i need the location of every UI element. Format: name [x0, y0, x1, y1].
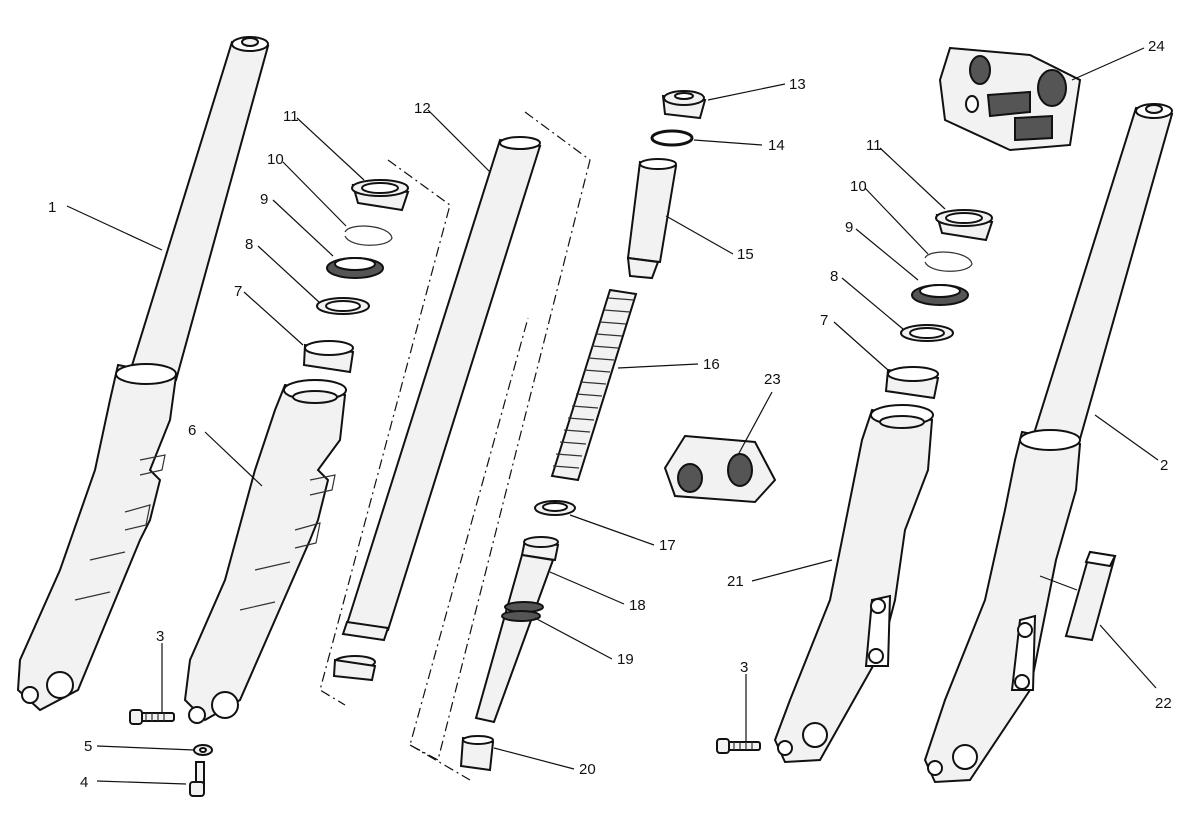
fork-inner-tube	[332, 136, 542, 682]
axle-clamp-bolt-left	[129, 709, 175, 725]
cartridge-tube	[474, 553, 555, 724]
callout-12: 12	[414, 100, 431, 117]
leader-lines	[66, 47, 1159, 785]
washer-ring-left	[316, 297, 370, 315]
fork-spring	[550, 288, 638, 482]
callout-24: 24	[1148, 38, 1165, 55]
fork-leg-assembled-right	[923, 103, 1174, 784]
callout-19: 19	[617, 651, 634, 668]
callout-5: 5	[84, 738, 92, 755]
fork-pad	[1064, 550, 1117, 642]
callout-22: 22	[1155, 695, 1172, 712]
callout-9-right: 9	[845, 219, 853, 236]
axle-clamp-bolt-right	[716, 738, 761, 754]
callout-10-left: 10	[267, 151, 284, 168]
spring-seat	[534, 500, 576, 516]
callout-6: 6	[188, 422, 196, 439]
callout-1: 1	[48, 199, 56, 216]
callout-7-right: 7	[820, 312, 828, 329]
cartridge-head	[520, 536, 560, 562]
callout-20: 20	[579, 761, 596, 778]
callout-23: 23	[764, 371, 781, 388]
callout-3-right: 3	[740, 659, 748, 676]
fork-slider-right	[773, 404, 934, 764]
guide-bushing-left	[302, 340, 355, 374]
fork-leg-assembled-left	[16, 36, 270, 712]
callout-labels: 1 2 3 3 4 5 6 7 7 8 8 9 9 10 10 11 11 12…	[48, 38, 1172, 791]
repair-kit-box-23	[663, 434, 777, 504]
dust-seal-left	[351, 179, 410, 212]
callout-7-left: 7	[234, 283, 242, 300]
callout-15: 15	[737, 246, 754, 263]
o-ring	[650, 129, 694, 147]
oil-seal-left	[326, 257, 384, 279]
washer	[193, 744, 213, 756]
callout-8-left: 8	[245, 236, 253, 253]
retaining-clip-right	[924, 251, 973, 272]
bottom-bushing	[459, 735, 495, 772]
fork-slider-left	[183, 379, 347, 724]
callout-8-right: 8	[830, 268, 838, 285]
drain-screw	[189, 761, 205, 797]
callout-11-left: 11	[283, 108, 299, 125]
callout-14: 14	[768, 137, 785, 154]
fork-cap	[661, 90, 707, 120]
callout-4: 4	[80, 774, 88, 791]
washer-ring-right	[900, 324, 954, 342]
callout-10-right: 10	[850, 178, 867, 195]
callout-11-right: 11	[866, 137, 882, 154]
callout-9-left: 9	[260, 191, 268, 208]
oil-seal-right	[911, 284, 969, 306]
dust-seal-right	[935, 209, 994, 242]
callout-13: 13	[789, 76, 806, 93]
assembly-guide-lines	[319, 111, 591, 781]
callout-16: 16	[703, 356, 720, 373]
retaining-clip-left	[344, 225, 393, 246]
callout-2: 2	[1160, 457, 1168, 474]
repair-kit-box-24	[938, 46, 1082, 152]
guide-bushing-right	[884, 366, 940, 400]
callout-17: 17	[659, 537, 676, 554]
callout-21: 21	[727, 573, 744, 590]
callout-3-left: 3	[156, 628, 164, 645]
callout-18: 18	[629, 597, 646, 614]
damper-rod	[626, 158, 678, 280]
